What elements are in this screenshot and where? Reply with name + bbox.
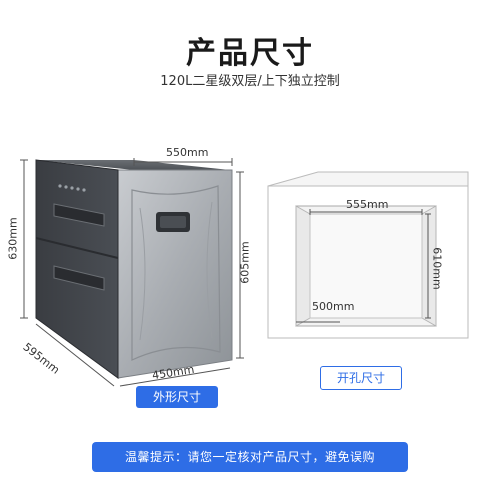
- cabinet-side: [117, 169, 233, 379]
- lower-drawer-handle: [53, 265, 105, 291]
- dim-body-height-label: 605mm: [238, 241, 252, 284]
- cutout-depth-label: 500mm: [312, 300, 355, 313]
- cutout-height-label: 610mm: [430, 247, 444, 290]
- drawer-separator: [35, 237, 119, 259]
- page-title: 产品尺寸: [186, 36, 314, 71]
- dim-width-label: 550mm: [166, 146, 209, 159]
- cutout-illustration: [267, 171, 469, 339]
- dim-total-height-label: 630mm: [6, 217, 20, 260]
- product-size-tag: 外形尺寸: [136, 386, 218, 408]
- reminder-banner: 温馨提示：请您一定核对产品尺寸，避免误购: [92, 442, 408, 472]
- control-dots: [58, 184, 86, 192]
- upper-drawer-handle: [53, 203, 105, 227]
- cutout-width-label: 555mm: [346, 198, 389, 211]
- cutout-size-tag: 开孔尺寸: [320, 366, 402, 390]
- page-subtitle: 120L二星级双层/上下独立控制: [160, 74, 340, 89]
- cabinet-front: [35, 159, 119, 379]
- cabinet-top: [36, 160, 230, 170]
- side-emboss: [131, 185, 221, 361]
